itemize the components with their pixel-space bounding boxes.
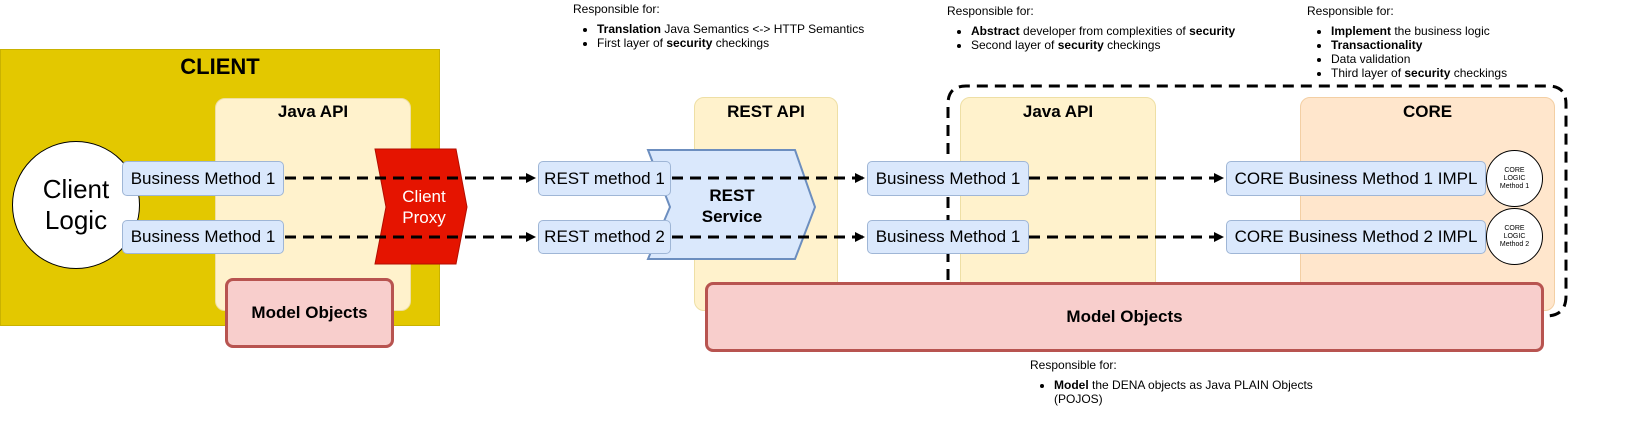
responsibility-item: Translation Java Semantics <-> HTTP Sema… [597, 22, 913, 36]
core-logic-node-1: CORE LOGIC Method 1 [1486, 150, 1543, 207]
client-title: CLIENT [180, 54, 260, 79]
client-logic-node: Client Logic [12, 141, 140, 269]
responsibility-item: Third layer of security checkings [1331, 66, 1627, 80]
core-logic-line: LOGIC [1503, 174, 1526, 182]
responsibility-item: Second layer of security checkings [971, 38, 1277, 52]
server-boundary [946, 84, 1568, 318]
client-logic-label: Client Logic [43, 174, 109, 236]
rest-api-responsibility-list: Translation Java Semantics <-> HTTP Sema… [573, 22, 913, 50]
core-logic-line: LOGIC [1503, 232, 1526, 240]
responsibility-item: First layer of security checkings [597, 36, 913, 50]
client-logic-line: Client [42, 174, 110, 204]
responsibility-item: Transactionality [1331, 38, 1627, 52]
core-responsibility-heading: Responsible for: [1307, 4, 1394, 18]
core-logic-node-2: CORE LOGIC Method 2 [1486, 208, 1543, 265]
responsibility-item: Data validation [1331, 52, 1627, 66]
core-business-method-1[interactable]: CORE Business Method 1 IMPL [1226, 161, 1486, 196]
rest-method-2[interactable]: REST method 2 [538, 220, 671, 254]
core-logic-line: Method 1 [1499, 182, 1530, 190]
server-java-api-title: Java API [1022, 102, 1094, 121]
rest-method-1[interactable]: REST method 1 [538, 161, 671, 196]
core-logic-line: CORE [1504, 166, 1525, 174]
rest-api-responsibility-heading: Responsible for: [573, 2, 660, 16]
core-responsibility-list: Implement the business logicTransactiona… [1307, 24, 1627, 80]
rest-service-shape[interactable] [646, 149, 817, 260]
core-business-method-2[interactable]: CORE Business Method 2 IMPL [1226, 220, 1486, 254]
client-java-api-title: Java API [277, 102, 349, 121]
server-business-method-2[interactable]: Business Method 1 [867, 220, 1029, 254]
rest-service-line: Service [701, 207, 763, 226]
core-title: CORE [1402, 102, 1453, 121]
server-business-method-1[interactable]: Business Method 1 [867, 161, 1029, 196]
core-logic-label-1: CORE LOGIC Method 1 [1500, 167, 1529, 191]
client-business-method-1[interactable]: Business Method 1 [122, 161, 284, 196]
client-model-objects[interactable]: Model Objects [225, 278, 394, 348]
rest-api-title: REST API [727, 102, 805, 121]
rest-api-responsibility: Responsible for: Translation Java Semant… [573, 2, 913, 50]
client-business-method-2[interactable]: Business Method 1 [122, 220, 284, 254]
core-logic-line: Method 2 [1499, 240, 1530, 248]
core-logic-line: CORE [1504, 224, 1525, 232]
client-logic-line: Logic [44, 205, 108, 235]
shared-model-objects[interactable]: Model Objects [705, 282, 1544, 352]
model-responsibility: Responsible for: Model the DENA objects … [1030, 358, 1320, 406]
client-proxy-label: Client Proxy [378, 185, 470, 229]
core-logic-label-2: CORE LOGIC Method 2 [1500, 225, 1529, 249]
java-api-responsibility-list: Abstract developer from complexities of … [947, 24, 1277, 52]
core-responsibility: Responsible for: Implement the business … [1307, 4, 1627, 80]
rest-service-label: REST Service [680, 183, 784, 229]
java-api-responsibility: Responsible for: Abstract developer from… [947, 4, 1277, 52]
server-java-api-layer [960, 97, 1156, 311]
responsibility-item: Implement the business logic [1331, 24, 1627, 38]
rest-service-line: REST [709, 186, 755, 205]
responsibility-item: Abstract developer from complexities of … [971, 24, 1277, 38]
model-responsibility-heading: Responsible for: [1030, 358, 1117, 372]
client-proxy-line: Proxy [402, 208, 446, 227]
client-proxy-line: Client [402, 187, 446, 206]
model-responsibility-list: Model the DENA objects as Java PLAIN Obj… [1030, 378, 1320, 406]
java-api-responsibility-heading: Responsible for: [947, 4, 1034, 18]
responsibility-item: Model the DENA objects as Java PLAIN Obj… [1054, 378, 1320, 406]
